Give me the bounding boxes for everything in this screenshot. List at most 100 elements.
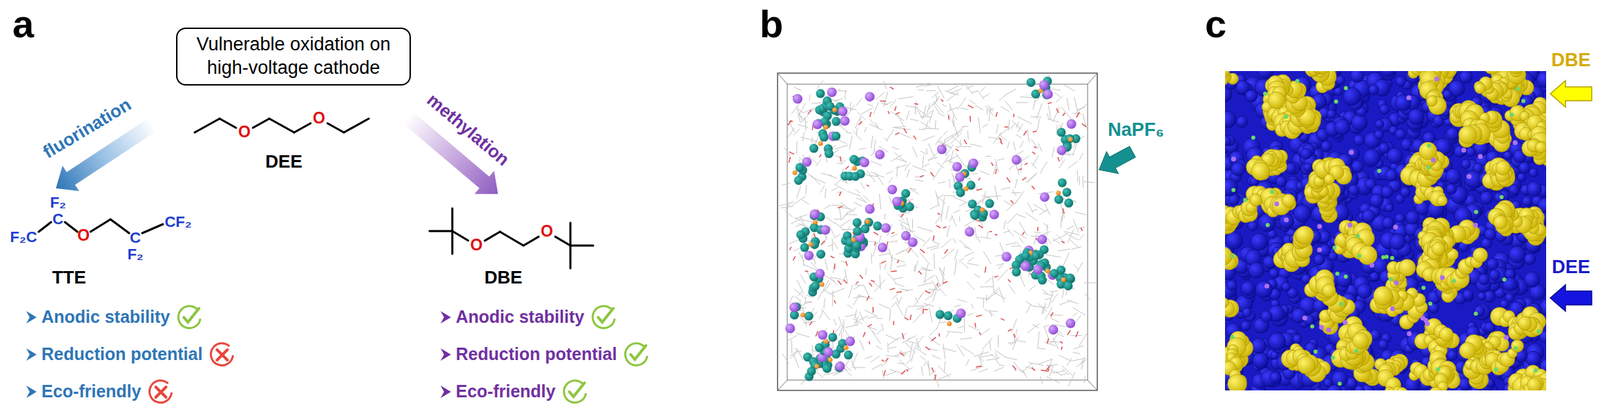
solvent-bond: [1007, 140, 1010, 149]
solvent-oxygen-bond: [930, 172, 934, 178]
solvent-bond: [997, 335, 999, 349]
solvent-bond: [914, 336, 924, 350]
solvent-bond: [1051, 371, 1065, 374]
sodium-ion: [989, 209, 1000, 220]
solvent-bond: [845, 325, 858, 329]
solvent-oxygen-bond: [845, 261, 848, 267]
solvent-bond: [1019, 156, 1029, 163]
solvent-bond: [789, 352, 797, 358]
solvent-bond: [976, 198, 984, 205]
solvent-bond: [930, 247, 940, 251]
solvent-bond: [821, 173, 833, 177]
solvent-oxygen-bond: [879, 100, 886, 103]
solvent-oxygen-bond: [1056, 108, 1059, 114]
solvent-bond: [1077, 170, 1079, 183]
solvent-bond: [856, 98, 862, 106]
solvent-bond: [1045, 254, 1061, 258]
solvent-oxygen-bond: [995, 112, 998, 118]
solvent-bond: [1062, 365, 1073, 376]
solvent-bond: [839, 326, 844, 337]
check-icon: [592, 306, 615, 329]
solvent-bond: [986, 232, 989, 239]
fluorine-atom: [872, 221, 882, 231]
solvent-bond: [1044, 327, 1049, 341]
solvent-oxygen-bond: [874, 242, 876, 246]
solvent-bond: [941, 104, 947, 108]
solvent-bond: [960, 261, 969, 269]
solvent-bond: [916, 82, 929, 88]
solvent-bond: [899, 360, 911, 371]
solvent-oxygen-bond: [1059, 341, 1063, 344]
solvent-bond: [906, 110, 910, 121]
solvent-bond: [930, 205, 939, 210]
sodium-ion: [839, 116, 850, 126]
solvent-bond: [1073, 345, 1084, 350]
solvent-bond: [928, 307, 932, 323]
solvent-bond: [823, 298, 825, 309]
solvent-oxygen-bond: [969, 116, 971, 123]
solvent-bond: [1068, 238, 1080, 248]
solvent-bond: [845, 132, 852, 134]
fluorine-atom: [1063, 281, 1073, 291]
fluorine-atom: [816, 89, 826, 99]
solvent-bond: [841, 276, 846, 284]
solvent-oxygen-bond: [995, 234, 998, 236]
solvent-bond: [942, 348, 957, 353]
solvent-oxygen-bond: [976, 315, 982, 317]
solvent-bond: [796, 348, 804, 361]
solvent-bond: [788, 239, 799, 244]
dee-surface-blob: [1379, 104, 1391, 115]
solvent-bond: [1062, 84, 1075, 92]
solvent-bond: [937, 113, 944, 117]
solvent-bond: [825, 188, 826, 199]
solvent-bond: [1073, 219, 1079, 234]
solvent-bond: [979, 286, 994, 288]
solvent-oxygen-bond: [1051, 312, 1054, 317]
solvent-oxygen-bond: [787, 120, 792, 125]
solvent-bond: [1015, 102, 1028, 103]
solvent-bond: [1073, 265, 1079, 271]
solvent-oxygen-bond: [890, 87, 894, 90]
solvent-oxygen-bond: [1047, 102, 1052, 104]
solvent-bond: [977, 236, 980, 244]
solvent-bond: [980, 354, 994, 358]
solvent-bond: [926, 102, 931, 114]
solvent-bond: [832, 266, 835, 274]
sodium-ion: [1011, 155, 1022, 166]
solvent-bond: [896, 165, 898, 177]
solvent-oxygen-bond: [1082, 123, 1087, 128]
solvent-bond: [986, 289, 999, 300]
phosphorus-atom: [946, 321, 952, 327]
solvent-bond: [1006, 200, 1018, 212]
sodium-ion: [827, 87, 837, 98]
solvent-bond: [946, 332, 950, 338]
solvent-bond: [942, 155, 950, 166]
solvent-bond: [1037, 118, 1040, 132]
solvent-bond: [948, 179, 951, 189]
solvent-oxygen-bond: [1031, 368, 1036, 372]
fluorine-atom: [860, 224, 870, 234]
solvent-bond: [899, 220, 910, 226]
solvent-bond: [834, 234, 840, 239]
solvent-bond: [1004, 89, 1016, 96]
sodium-ion: [837, 107, 848, 117]
solvent-oxygen-bond: [1057, 157, 1060, 162]
solvent-bond: [1075, 315, 1081, 323]
solvent-oxygen-bond: [1061, 347, 1063, 351]
solvent-bond: [901, 223, 903, 230]
solvent-bond: [964, 219, 976, 226]
solvent-oxygen-bond: [999, 137, 1002, 143]
solvent-bond: [859, 340, 865, 351]
bond-line: [327, 123, 344, 133]
cross-mark: [155, 387, 166, 398]
solvent-bond: [975, 105, 984, 110]
solvent-bond: [935, 191, 940, 208]
solvent-oxygen-bond: [870, 111, 872, 117]
solvent-oxygen-bond: [1046, 339, 1049, 345]
solvent-oxygen-bond: [995, 169, 997, 175]
solvent-bond: [825, 217, 836, 225]
solvent-bond: [947, 113, 950, 121]
solvent-oxygen-bond: [868, 341, 871, 345]
solvent-bond: [870, 356, 880, 364]
fluorine-atom: [794, 176, 804, 186]
